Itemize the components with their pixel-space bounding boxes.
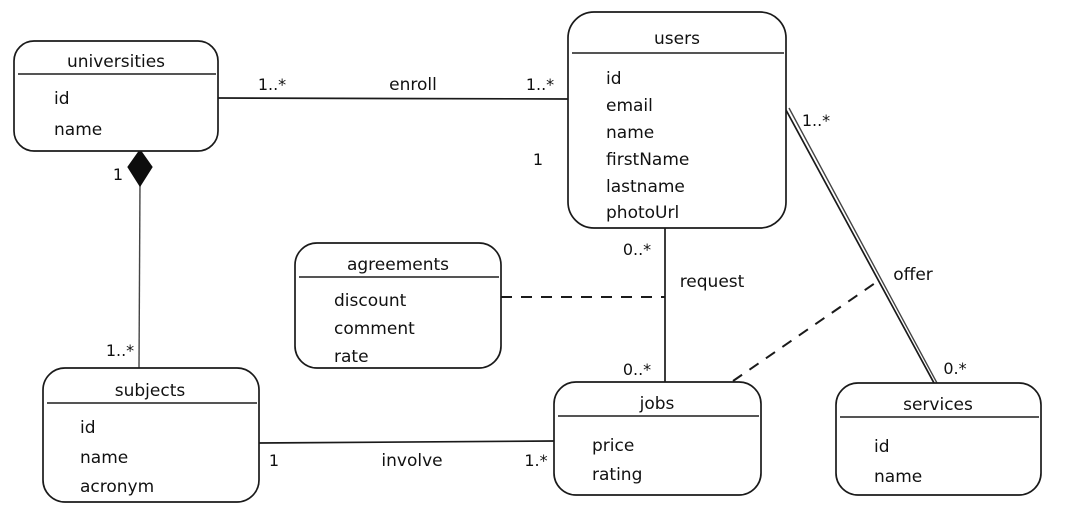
entity-jobs[interactable]: jobs price rating — [553, 381, 762, 496]
entity-users-attr-3: firstName — [606, 150, 689, 170]
entity-users-attr-2: name — [606, 123, 654, 143]
entity-services-attr-0: id — [874, 437, 890, 457]
entity-subjects-attr-0: id — [80, 418, 96, 438]
entity-agreements-box[interactable] — [294, 242, 502, 369]
involve-label: involve — [381, 451, 442, 471]
entity-services-attr-1: name — [874, 467, 922, 487]
entity-subjects-attr-2: acronym — [80, 477, 154, 497]
relationship-enroll: enroll 1..* 1..* — [217, 75, 569, 100]
entity-subjects[interactable]: subjects id name acronym — [42, 367, 260, 503]
entity-subjects-title: subjects — [115, 381, 186, 401]
entity-jobs-title: jobs — [639, 394, 675, 414]
entity-services[interactable]: services id name — [835, 382, 1042, 496]
entity-subjects-box[interactable] — [42, 367, 260, 503]
entity-universities-title: universities — [67, 52, 165, 72]
entity-universities-attr-0: id — [54, 89, 70, 109]
entity-services-box[interactable] — [835, 382, 1042, 496]
enroll-source-multiplicity: 1..* — [258, 75, 286, 94]
relationship-offer: offer 1..* 0.* — [785, 107, 967, 384]
entity-jobs-box[interactable] — [553, 381, 762, 496]
enroll-line — [217, 97, 569, 100]
composition-source-multiplicity: 1 — [113, 165, 123, 184]
composition-diamond-icon — [127, 148, 153, 188]
entity-users-attr-4: lastname — [606, 177, 685, 197]
entity-jobs-attr-0: price — [592, 436, 634, 456]
composition-line — [138, 181, 141, 369]
request-source-multiplicity: 0..* — [623, 240, 651, 259]
entity-users-attr-1: email — [606, 96, 653, 116]
relationship-involve: involve 1 1.* — [258, 440, 555, 471]
entity-users-attr-5: photoUrl — [606, 203, 679, 223]
entity-agreements[interactable]: agreements discount comment rate — [294, 242, 502, 369]
request-label: request — [680, 272, 745, 292]
entity-services-title: services — [903, 395, 973, 415]
enroll-label: enroll — [389, 75, 437, 95]
entity-jobs-attr-1: rating — [592, 465, 642, 485]
entity-users-title: users — [654, 29, 700, 49]
involve-target-multiplicity: 1.* — [524, 451, 547, 470]
entity-users[interactable]: users id email name firstName lastname p… — [567, 11, 787, 229]
offer-target-multiplicity: 0.* — [943, 359, 966, 378]
relationship-jobs-offer-link — [732, 280, 879, 382]
entity-universities[interactable]: universities id name — [13, 40, 219, 152]
offer-line-shadow — [788, 107, 938, 384]
involve-line — [258, 440, 555, 444]
offer-source-multiplicity: 1..* — [802, 111, 830, 130]
relationship-composition-universities-subjects: 1 1..* — [106, 148, 153, 369]
enroll-target-multiplicity: 1..* — [526, 75, 554, 94]
entity-subjects-attr-1: name — [80, 448, 128, 468]
entity-universities-attr-1: name — [54, 120, 102, 140]
relationship-request: request 0..* 0..* — [623, 228, 745, 382]
involve-source-multiplicity: 1 — [269, 451, 279, 470]
jobs-offer-dashed-line — [732, 280, 879, 382]
entity-users-box[interactable] — [567, 11, 787, 229]
offer-line — [785, 109, 935, 384]
entity-agreements-attr-2: rate — [334, 347, 369, 367]
request-target-multiplicity: 0..* — [623, 360, 651, 379]
offer-label: offer — [893, 265, 933, 285]
entity-agreements-title: agreements — [347, 255, 449, 275]
entity-universities-box[interactable] — [13, 40, 219, 152]
entity-agreements-attr-0: discount — [334, 291, 407, 311]
entity-users-attr-0: id — [606, 69, 622, 89]
entity-agreements-attr-1: comment — [334, 319, 415, 339]
users-left-multiplicity-label: 1 — [533, 150, 543, 169]
composition-target-multiplicity: 1..* — [106, 341, 134, 360]
